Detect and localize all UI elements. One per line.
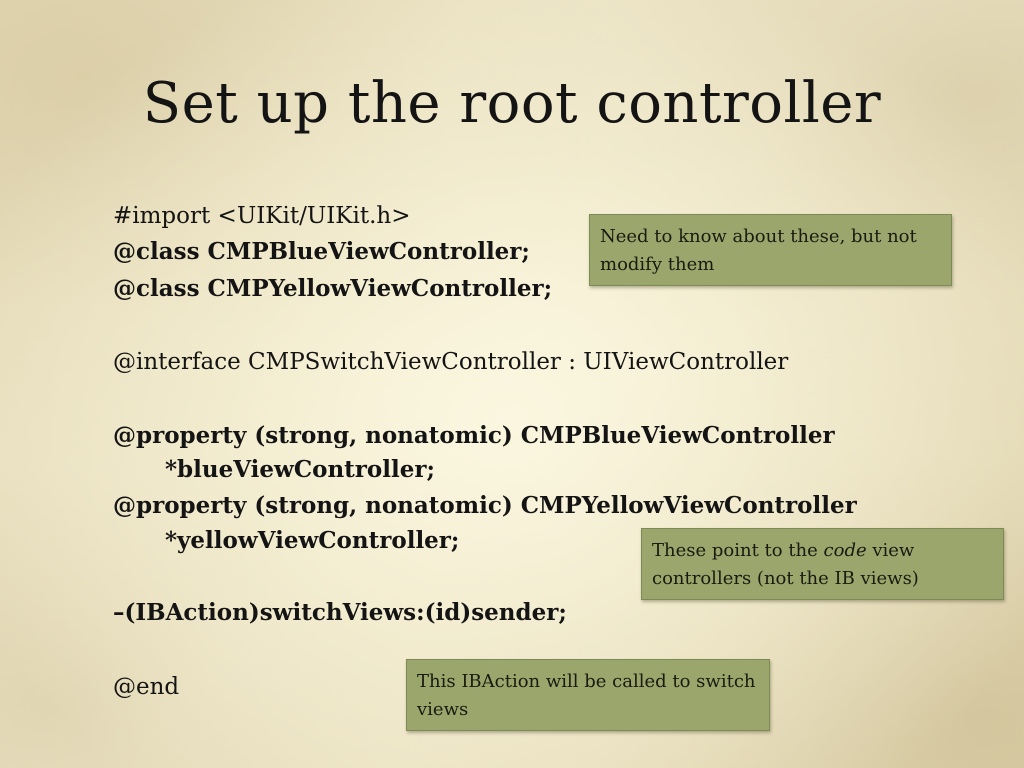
code-property-yellow-continuation: *yellowViewController; xyxy=(165,527,460,554)
callout-properties-note: These point to the code view controllers… xyxy=(641,528,1004,600)
slide-title: Set up the root controller xyxy=(142,71,882,136)
code-end-line: @end xyxy=(113,674,180,700)
callout-classes-note: Need to know about these, but not modify… xyxy=(589,214,952,286)
callout-properties-text-start: These point to the xyxy=(652,540,824,561)
code-property-blue-continuation: *blueViewController; xyxy=(165,456,435,483)
code-property-yellow-line: @property (strong, nonatomic) CMPYellowV… xyxy=(113,492,857,519)
code-action-line: –(IBAction)switchViews:(id)sender; xyxy=(113,599,567,626)
callout-properties-text-end: view controllers (not the IB views) xyxy=(652,540,919,589)
callout-action-note: This IBAction will be called to switch v… xyxy=(406,659,770,731)
code-property-blue-line: @property (strong, nonatomic) CMPBlueVie… xyxy=(113,422,835,449)
code-class-blue-line: @class CMPBlueViewController; xyxy=(113,238,530,265)
code-interface-line: @interface CMPSwitchViewController : UIV… xyxy=(113,349,789,375)
callout-properties-emphasis: code xyxy=(823,540,867,561)
code-import-line: #import <UIKit/UIKit.h> xyxy=(113,203,411,229)
code-class-yellow-line: @class CMPYellowViewController; xyxy=(113,275,553,302)
